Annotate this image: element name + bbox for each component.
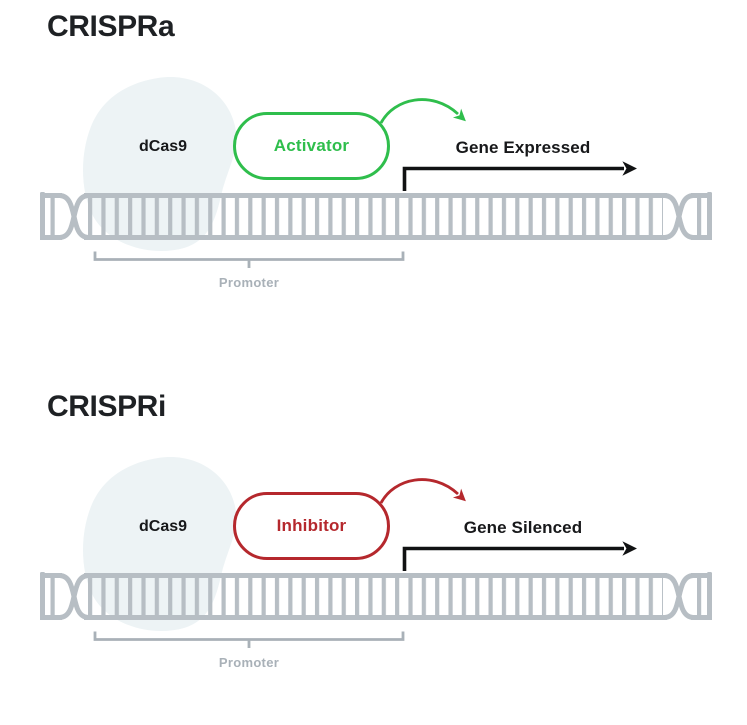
inhibitor-pill-label: Inhibitor bbox=[276, 516, 347, 535]
dna-rungs bbox=[88, 195, 663, 238]
activator-pill-label: Activator bbox=[273, 136, 350, 155]
transcription-start-arrow bbox=[402, 541, 637, 571]
dna-right-end-bar bbox=[707, 192, 712, 240]
inhibition-arrow bbox=[379, 478, 466, 504]
promoter-label: Promoter bbox=[218, 655, 280, 670]
gene-silenced-label: Gene Silenced bbox=[463, 518, 583, 537]
transcription-start-arrow bbox=[402, 161, 637, 191]
crispri-panel: CRISPRi bbox=[0, 380, 747, 725]
inhibitor-pill: Inhibitor bbox=[233, 492, 390, 560]
activator-pill: Activator bbox=[233, 112, 390, 180]
dna-left-end-bar bbox=[40, 572, 45, 620]
crispra-panel: CRISPRa bbox=[0, 0, 747, 345]
activation-arrow bbox=[379, 98, 466, 124]
promoter-label: Promoter bbox=[218, 275, 280, 290]
promoter-bracket bbox=[93, 631, 405, 648]
dna-rungs bbox=[88, 575, 663, 618]
promoter-bracket bbox=[93, 251, 405, 268]
dna-double-helix bbox=[40, 192, 712, 240]
crispri-title: CRISPRi bbox=[47, 390, 166, 423]
crispr-diagram-page: { "colors": { "heading_text": "#1e2124",… bbox=[0, 0, 747, 670]
dna-left-end-bar bbox=[40, 192, 45, 240]
dna-right-end-bar bbox=[707, 572, 712, 620]
dcas9-label: dCas9 bbox=[138, 518, 188, 535]
dcas9-label: dCas9 bbox=[138, 138, 188, 155]
gene-expressed-label: Gene Expressed bbox=[455, 138, 591, 157]
crispra-title: CRISPRa bbox=[47, 10, 175, 43]
crispra-illustration bbox=[40, 77, 712, 268]
crispri-illustration bbox=[40, 457, 712, 648]
dna-double-helix bbox=[40, 572, 712, 620]
